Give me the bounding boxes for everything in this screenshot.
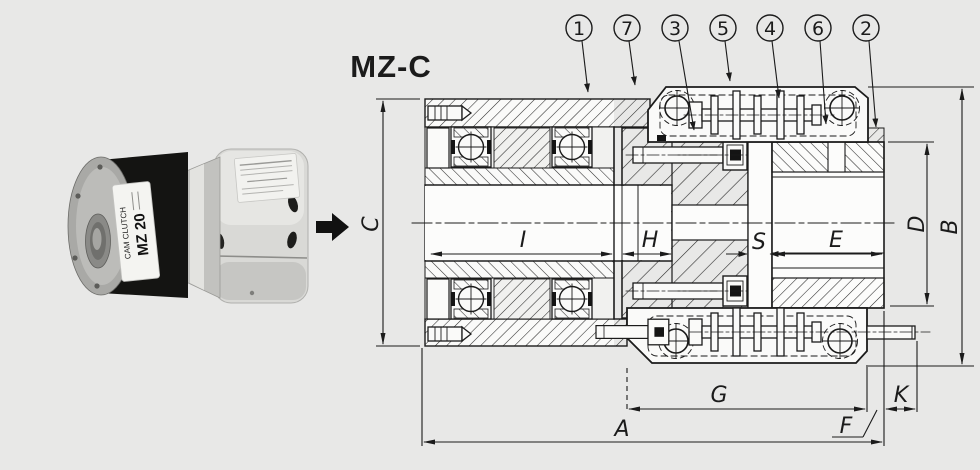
ball-bearing (450, 278, 492, 320)
dim-IHSE: I H S E (430, 228, 883, 257)
callout-number: 7 (621, 18, 633, 40)
dim-label-S: S (752, 230, 766, 255)
callout-3: 3 (661, 14, 696, 131)
bottom-arm (595, 307, 931, 364)
callout-number: 2 (860, 18, 872, 40)
ball-bearing (551, 278, 593, 320)
page-title: MZ-C (350, 49, 431, 84)
keyway-slot (827, 141, 846, 173)
s-gap (747, 141, 773, 309)
dim-C: C (359, 98, 420, 347)
drum-label: CAM CLUTCH MZ 20 (111, 181, 161, 282)
callout-number: 3 (669, 18, 681, 40)
callout-7: 7 (613, 14, 641, 86)
callouts: 1 7 3 5 4 6 2 (565, 14, 880, 131)
callout-4: 4 (756, 14, 784, 99)
set-bolt-icon (427, 105, 472, 121)
callout-number: 6 (812, 18, 824, 40)
cross-section-drawing (411, 86, 931, 364)
ball-bearing (450, 126, 492, 168)
drum-label-line2: MZ 20 (131, 212, 152, 256)
callout-number: 4 (764, 18, 776, 40)
dim-label-E: E (829, 228, 843, 253)
clutch-collar (183, 156, 221, 299)
dim-D: D (888, 141, 934, 307)
product-photo: CAM CLUTCH MZ 20 (67, 148, 309, 304)
dim-label-G: G (710, 383, 727, 408)
dim-GKFA: G K F A (421, 311, 918, 446)
callout-number: 5 (717, 18, 729, 40)
housing-sticker (233, 153, 301, 203)
top-arm (647, 86, 869, 143)
bearing-cover-top (426, 127, 450, 169)
dimensions: C I H S E D B (359, 86, 974, 446)
right-hub (747, 127, 885, 309)
clutch-housing (213, 148, 309, 304)
set-bolt-icon (427, 326, 472, 342)
vent-slot (287, 195, 299, 213)
dim-label-I: I (520, 228, 527, 253)
dim-label-H: H (642, 228, 659, 253)
dim-label-F: F (840, 414, 853, 439)
bearing-cover-bottom (426, 278, 450, 320)
clutch-drum: CAM CLUTCH MZ 20 (67, 152, 188, 298)
arm-bolt-icon (595, 318, 670, 346)
ball-bearing (551, 126, 593, 168)
stud-shaft (866, 325, 916, 340)
dim-label-K: K (894, 383, 910, 408)
dim-label-B: B (938, 219, 963, 234)
housing-seam (215, 255, 308, 259)
callout-6: 6 (804, 14, 832, 125)
pointer-arrow-icon (316, 213, 349, 241)
callout-number: 1 (573, 18, 585, 40)
dim-label-A: A (612, 417, 629, 442)
dim-label-C: C (359, 216, 384, 232)
dim-label-D: D (905, 216, 930, 233)
dim-B: B (868, 86, 974, 367)
callout-5: 5 (709, 14, 737, 82)
callout-1: 1 (565, 14, 593, 93)
callout-2: 2 (852, 14, 880, 128)
vent-slot (287, 231, 297, 249)
